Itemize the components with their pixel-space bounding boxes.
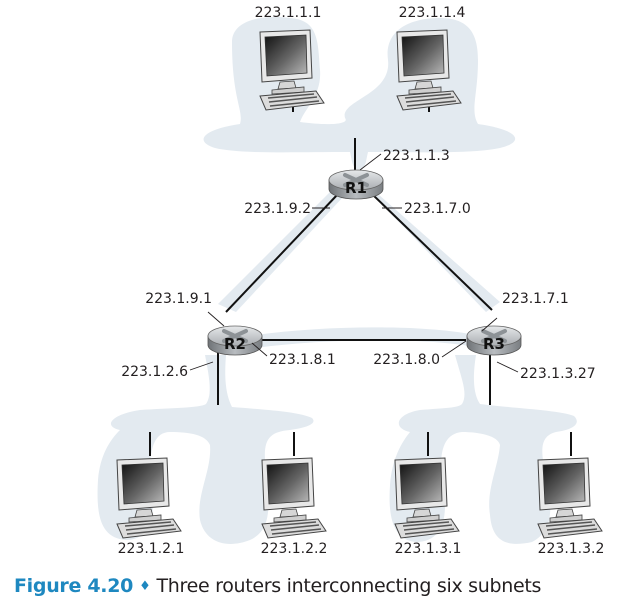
subnet-223-1-7 [366, 188, 500, 312]
interface-address: 223.1.9.1 [145, 291, 212, 307]
router-r2: R2 [206, 324, 264, 357]
host-computer-icon [394, 457, 460, 539]
subnet-223-1-1 [203, 17, 516, 170]
interface-address: 223.1.1.3 [383, 148, 450, 164]
host-address: 223.1.1.4 [399, 5, 466, 21]
interface-address: 223.1.7.1 [502, 291, 569, 307]
host-address: 223.1.2.2 [261, 541, 328, 557]
router-r1: R1 [327, 168, 385, 201]
link-r1-r3 [371, 193, 493, 311]
host-computer-icon [537, 457, 603, 539]
host-computer-icon [261, 457, 327, 539]
host-address: 223.1.3.1 [395, 541, 462, 557]
router-label: R2 [224, 335, 246, 353]
host-address: 223.1.2.1 [118, 541, 185, 557]
subnet-blobs [97, 17, 577, 544]
host-address: 223.1.3.2 [538, 541, 605, 557]
interface-address: 223.1.9.2 [244, 201, 311, 217]
host-computer-icon [116, 457, 182, 539]
host-address: 223.1.1.1 [255, 5, 322, 21]
interface-address: 223.1.2.6 [121, 364, 188, 380]
leader-lines [189, 153, 519, 373]
router-label: R1 [345, 179, 367, 197]
figure-number: Figure 4.20 [14, 575, 134, 597]
interface-address: 223.1.8.1 [269, 352, 336, 368]
network-diagram: R1 R2 R3 223.1.1.1 223.1.1.4 223.1.2.1 2… [97, 5, 605, 557]
interface-address: 223.1.7.0 [404, 201, 471, 217]
interface-address: 223.1.3.27 [520, 366, 596, 382]
router-r3: R3 [465, 324, 523, 357]
interface-address: 223.1.8.0 [373, 352, 440, 368]
router-label: R3 [483, 335, 505, 353]
diamond-separator-icon: ♦ [139, 579, 151, 594]
links [149, 96, 572, 456]
link-r1-r2 [225, 193, 339, 313]
subnet-223-1-9 [218, 188, 344, 312]
caption-text: Three routers interconnecting six subnet… [156, 575, 542, 597]
figure-caption: Figure 4.20 ♦ Three routers interconnectin… [14, 575, 541, 597]
subnet-223-1-8 [255, 327, 470, 348]
